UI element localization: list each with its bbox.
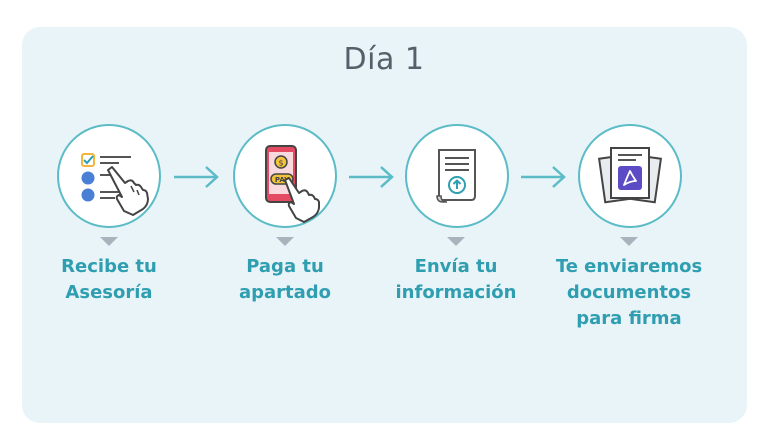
step-3-circle xyxy=(405,124,509,228)
document-upload-icon xyxy=(436,149,476,203)
step-4-pointer xyxy=(620,237,638,246)
arrow-right-icon xyxy=(174,166,219,188)
step-1-label: Recibe tu Asesoría xyxy=(61,256,157,303)
checklist-hand-icon xyxy=(81,153,149,216)
step-4-label: Te enviaremos documentos para firma xyxy=(555,256,703,329)
step-1 xyxy=(57,124,161,228)
phone-pay-icon: $ PAY xyxy=(265,145,320,223)
arrow-right-icon xyxy=(349,166,394,188)
step-3 xyxy=(405,124,509,228)
arrow-right-icon xyxy=(521,166,566,188)
step-2-label: Paga tu apartado xyxy=(238,256,332,303)
step-2: $ PAY xyxy=(233,124,337,228)
step-1-pointer xyxy=(100,237,118,246)
step-3-label: Envía tu información xyxy=(395,256,517,303)
pdf-documents-icon xyxy=(597,147,663,204)
pay-text: PAY xyxy=(275,176,290,184)
step-4 xyxy=(578,124,682,228)
step-2-circle: $ PAY xyxy=(233,124,337,228)
step-3-pointer xyxy=(447,237,465,246)
step-4-circle xyxy=(578,124,682,228)
svg-text:$: $ xyxy=(278,159,283,168)
step-1-circle xyxy=(57,124,161,228)
step-2-pointer xyxy=(276,237,294,246)
page-title: Día 1 xyxy=(343,42,425,77)
